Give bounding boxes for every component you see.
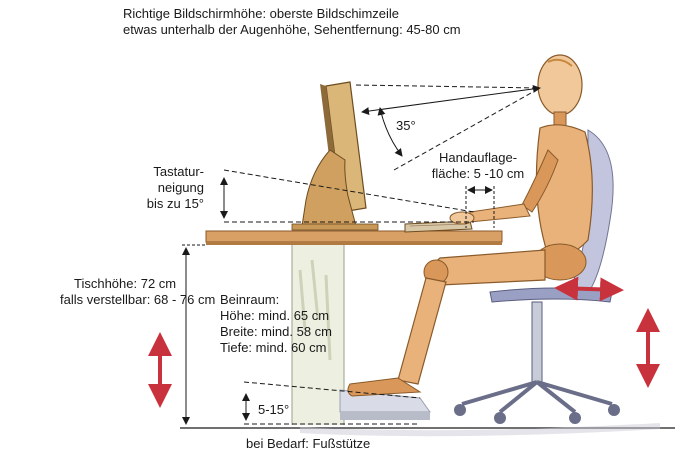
- keyboard-tilt-lines: [220, 169, 475, 223]
- keyboard-tilt-label: Tastatur- neigung bis zu 15°: [128, 164, 204, 212]
- keyboard-tilt-line-3: bis zu 15°: [146, 196, 204, 211]
- keyboard-tilt-line-2: neigung: [157, 180, 204, 195]
- table-height-label: Tischhöhe: 72 cm falls verstellbar: 68 -…: [60, 276, 215, 308]
- seat-depth-adjust-arrow: [554, 276, 624, 302]
- hand-rest-label: Handauflage- fläche: 5 -10 cm: [420, 150, 536, 182]
- table-height-line-1: Tischhöhe: 72 cm: [74, 276, 177, 291]
- hand-rest-line-2: fläche: 5 -10 cm: [431, 166, 525, 181]
- hand-rest-line-1: Handauflage-: [438, 150, 518, 165]
- angle-35-label: 35°: [396, 118, 416, 133]
- table-height-dimension: [182, 244, 206, 425]
- screen-height-caption: Richtige Bildschirmhöhe: oberste Bildsch…: [123, 6, 461, 38]
- footrest-angle-lines: [242, 381, 421, 425]
- footrest-label: bei Bedarf: Fußstütze: [246, 436, 371, 451]
- wooden-mannequin: [347, 54, 593, 397]
- legroom-height: Höhe: mind. 65 cm: [220, 308, 330, 323]
- monitor: [291, 81, 379, 231]
- sight-lines: [355, 84, 541, 171]
- hand-rest-dimension: [465, 186, 495, 228]
- legroom-width: Breite: mind. 58 cm: [220, 324, 332, 339]
- screen-height-line-2: etwas unterhalb der Augenhöhe, Sehentfer…: [123, 22, 461, 37]
- footrest-angle-label: 5-15°: [258, 402, 290, 417]
- table-height-line-2: falls verstellbar: 68 - 76 cm: [60, 292, 216, 307]
- screen-height-line-1: Richtige Bildschirmhöhe: oberste Bildsch…: [123, 6, 400, 21]
- red-adjustment-arrows: [148, 276, 660, 408]
- floor: [180, 423, 675, 437]
- desk: [205, 230, 503, 425]
- legroom-label: Beinraum: Höhe: mind. 65 cm Breite: mind…: [220, 292, 332, 356]
- legroom-title: Beinraum:: [220, 292, 280, 307]
- legroom-depth: Tiefe: mind. 60 cm: [220, 340, 327, 355]
- keyboard-tilt-line-1: Tastatur-: [153, 164, 204, 179]
